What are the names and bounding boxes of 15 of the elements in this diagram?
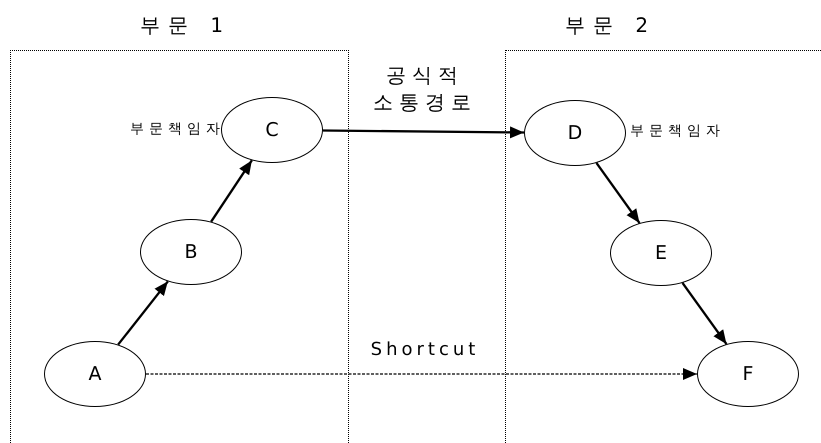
person-ellipse: F	[697, 341, 799, 407]
person-ellipse: B	[140, 219, 242, 285]
arrow	[682, 282, 728, 345]
person-ellipse: C	[221, 97, 323, 163]
dotted-arrow	[146, 368, 697, 380]
person-ellipse: A	[44, 341, 146, 407]
arrow	[322, 126, 524, 138]
role-caption: 부문책임자	[630, 122, 725, 140]
person-ellipse: E	[610, 220, 712, 286]
arrow	[596, 162, 640, 224]
arrow	[210, 160, 253, 222]
arrow	[117, 280, 169, 346]
person-ellipse: D	[524, 100, 626, 166]
panel-heading: 부문 2	[565, 12, 656, 39]
panel-heading: 부문 1	[140, 12, 232, 39]
